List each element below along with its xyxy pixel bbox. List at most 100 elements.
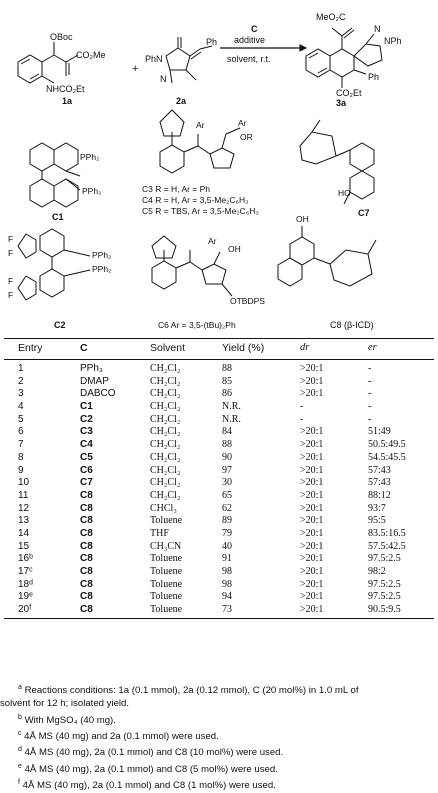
cell-solvent: CH₂Cl₂ — [150, 489, 181, 501]
cell-entry: 11 — [18, 489, 29, 501]
cell-solvent: Toluene — [150, 515, 183, 527]
cell-catalyst: C8 — [80, 578, 93, 590]
cell-entry: 4 — [18, 401, 24, 413]
footnote: e 4Å MS (40 mg), 2a (0.1 mmol) and C8 (5… — [0, 760, 438, 776]
r1-nh-label: NHCO₂Et — [46, 84, 85, 94]
cell-er: - — [368, 388, 372, 400]
cell-er: 83.5:16.5 — [368, 527, 406, 539]
cell-solvent: THF — [150, 527, 169, 539]
cell-entry: 13 — [18, 515, 30, 527]
table-header-rule — [4, 359, 434, 360]
cell-solvent: CH₂Cl₂ — [150, 413, 181, 425]
c2-label: C2 — [54, 320, 66, 330]
cell-entry: 20ᶠ — [18, 604, 32, 616]
c1-label: C1 — [52, 212, 64, 222]
cell-solvent: CH₂Cl₂ — [150, 426, 181, 438]
cell-er: - — [368, 401, 372, 413]
c7-ho-label: HO — [338, 188, 351, 198]
cell-dr: >20:1 — [300, 464, 324, 476]
cell-solvent: CHCl₃ — [150, 502, 177, 514]
cell-dr: >20:1 — [300, 375, 324, 387]
cell-yield: 84 — [222, 426, 232, 438]
cell-yield: 86 — [222, 388, 232, 400]
c2-f-3: F — [8, 276, 13, 286]
header-dr: dr — [300, 342, 310, 353]
cell-entry: 18ᵈ — [18, 578, 33, 590]
cell-solvent: CH₂Cl₂ — [150, 439, 181, 451]
r2-ph-label: Ph — [206, 37, 217, 47]
cell-solvent: CH₂Cl₂ — [150, 464, 181, 476]
cell-yield: N.R. — [222, 413, 241, 425]
cell-catalyst: C8 — [80, 489, 93, 501]
cell-er: 98:2 — [368, 566, 386, 577]
cell-er: 57:43 — [368, 477, 391, 489]
c1-pph2-bottom: PPh₂ — [82, 186, 101, 196]
cell-catalyst: C8 — [80, 566, 93, 577]
cell-dr: >20:1 — [300, 566, 324, 577]
cell-dr: >20:1 — [300, 388, 324, 400]
footnote-text: 4Å MS (40 mg) and 2a (0.1 mmol) were use… — [21, 731, 219, 743]
footnote-mark: a — [18, 684, 22, 691]
cell-catalyst: C8 — [80, 540, 93, 552]
cell-entry: 1 — [18, 363, 24, 374]
footnote-text: 4Å MS (40 mg), 2a (0.1 mmol) and C8 (10 … — [21, 747, 284, 759]
cell-entry: 9 — [18, 464, 24, 476]
header-entry: Entry — [18, 342, 43, 354]
cell-catalyst: C4 — [80, 439, 93, 451]
c2-f-1: F — [8, 234, 13, 244]
cell-yield: 94 — [222, 591, 232, 603]
c2-pph2-bottom: PPh₂ — [92, 264, 111, 274]
cell-catalyst: DABCO — [80, 388, 116, 400]
cell-er: 50.5:49.5 — [368, 439, 406, 451]
cell-er: 93:7 — [368, 502, 386, 514]
c6-otbdps-label: OTBDPS — [230, 296, 265, 306]
cell-er: 57.5:42.5 — [368, 540, 406, 552]
c7-label: C7 — [358, 208, 370, 218]
r2-n-label: N — [160, 74, 167, 84]
cell-yield: 90 — [222, 451, 232, 463]
footnote-mark: b — [18, 713, 22, 721]
cell-solvent: CH₃CN — [150, 540, 182, 552]
cell-er: 57:43 — [368, 464, 391, 476]
cell-catalyst: C8 — [80, 527, 93, 539]
cell-yield: 98 — [222, 578, 232, 590]
header-catalyst: C — [80, 342, 88, 354]
cell-solvent: CH₂Cl₂ — [150, 363, 181, 374]
c35-ar2-label: Ar — [238, 118, 247, 128]
arrow-additive-label: additive — [234, 35, 265, 45]
obo c-label: OBoc — [50, 32, 73, 42]
footnote-text: solvent for 12 h; isolated yield. — [0, 698, 130, 710]
cell-yield: 88 — [222, 439, 232, 451]
table-header: Entry C Solvent Yield (%) dr er — [0, 342, 438, 358]
footnote-mark: e — [18, 762, 22, 770]
cell-catalyst: C7 — [80, 477, 93, 489]
reactant2-label: 2a — [176, 96, 187, 106]
cell-dr: >20:1 — [300, 489, 324, 501]
cell-dr: >20:1 — [300, 451, 324, 463]
cell-entry: 7 — [18, 439, 24, 451]
footnote-text: 4Å MS (40 mg), 2a (0.1 mmol) and C8 (1 m… — [19, 780, 276, 792]
footnote: d 4Å MS (40 mg), 2a (0.1 mmol) and C8 (1… — [0, 743, 438, 759]
cell-entry: 5 — [18, 413, 24, 425]
reactant1-label: 1a — [62, 96, 73, 106]
cell-catalyst: C8 — [80, 515, 93, 527]
cell-solvent: CH₂Cl₂ — [150, 401, 181, 413]
footnote-mark: d — [18, 746, 22, 754]
cell-dr: >20:1 — [300, 553, 324, 565]
arrow-conditions-label: solvent, r.t. — [227, 54, 271, 64]
cell-er: 88:12 — [368, 489, 391, 501]
c8-oh-label: OH — [296, 214, 309, 224]
cell-solvent: CH₂Cl₂ — [150, 375, 181, 387]
cell-yield: 73 — [222, 604, 232, 616]
cell-er: - — [368, 375, 372, 387]
cell-solvent: Toluene — [150, 604, 183, 616]
